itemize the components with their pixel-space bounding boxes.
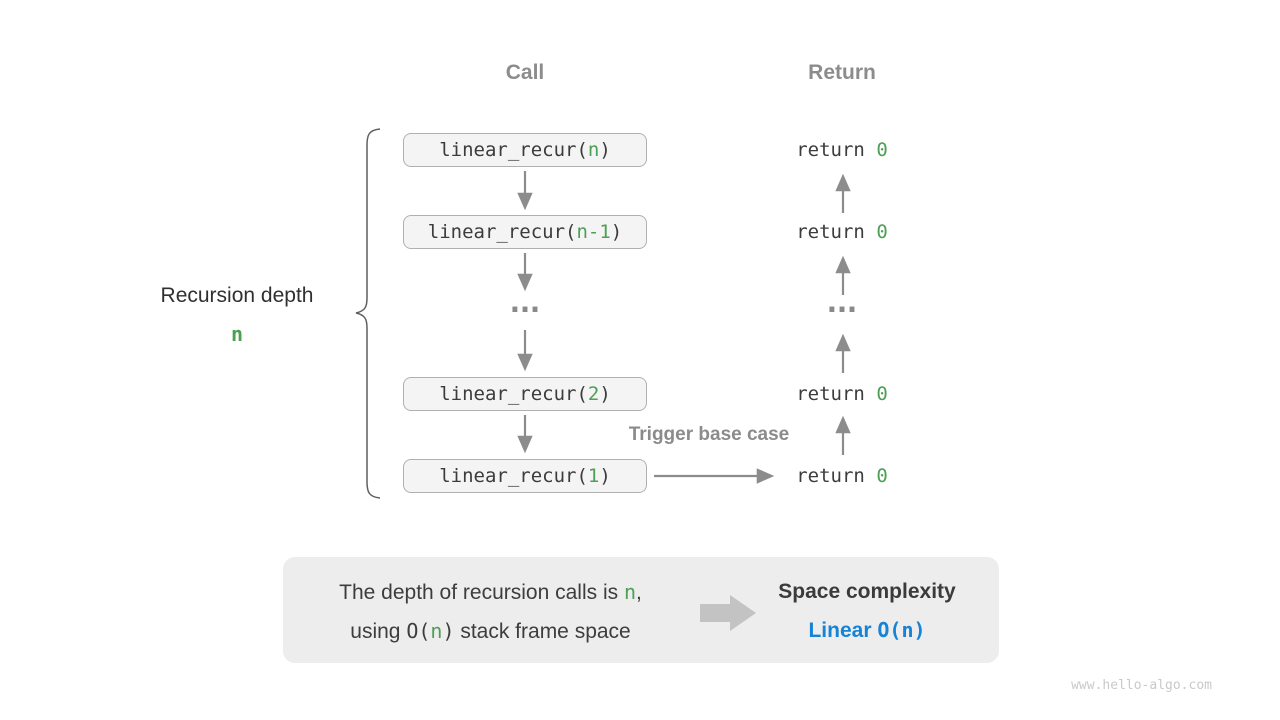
- return-value: 0: [876, 221, 888, 243]
- return-keyword: return: [796, 383, 877, 405]
- complexity-code-n: n: [901, 618, 914, 642]
- return-keyword: return: [796, 465, 877, 487]
- return-row-1: return 0: [742, 138, 942, 162]
- complexity-code-open: O(: [877, 618, 902, 642]
- space-complexity-title: Space complexity: [778, 580, 956, 603]
- summary-text: stack frame space: [454, 620, 631, 643]
- complexity-code-close: ): [913, 618, 926, 642]
- code-arg: n-1: [576, 221, 611, 243]
- recursion-depth-brace: [355, 128, 381, 499]
- code-close: ): [599, 139, 611, 161]
- summary-line-1: The depth of recursion calls is n,: [303, 573, 678, 612]
- code-text: linear_recur(: [427, 221, 577, 243]
- column-header-call: Call: [505, 61, 545, 84]
- recursion-depth-title: Recursion depth: [160, 284, 314, 307]
- space-complexity-value: Linear O(n): [757, 611, 977, 650]
- return-value: 0: [876, 139, 888, 161]
- summary-box: [283, 557, 999, 663]
- summary-description: The depth of recursion calls is n, using…: [303, 573, 678, 651]
- code-arg: 2: [587, 383, 600, 405]
- return-keyword: return: [796, 221, 877, 243]
- call-box-2: linear_recur(2): [403, 377, 647, 411]
- return-keyword: return: [796, 139, 877, 161]
- call-box-n: linear_recur(n): [403, 133, 647, 167]
- return-row-3: return 0: [742, 382, 942, 406]
- return-value: 0: [876, 383, 888, 405]
- summary-line-2: using O(n) stack frame space: [303, 612, 678, 651]
- complexity-label: Linear: [808, 619, 872, 642]
- code-arg: n: [587, 139, 600, 161]
- return-value: 0: [876, 465, 888, 487]
- trigger-base-case-label: Trigger base case: [628, 424, 790, 445]
- summary-code-n: n: [623, 580, 636, 604]
- site-watermark: www.hello-algo.com: [1071, 678, 1212, 693]
- column-header-return: Return: [808, 61, 876, 84]
- summary-code-open: O(: [406, 619, 431, 643]
- code-arg: 1: [587, 465, 600, 487]
- summary-code-close: ): [442, 619, 455, 643]
- summary-result: Space complexity Linear O(n): [757, 573, 977, 650]
- return-row-4: return 0: [742, 464, 942, 488]
- recursion-depth-value: n: [230, 322, 244, 346]
- code-close: ): [610, 221, 623, 243]
- call-ellipsis: ...: [505, 285, 544, 320]
- return-ellipsis: ...: [822, 285, 861, 320]
- code-close: ): [599, 465, 611, 487]
- summary-text: The depth of recursion calls is: [339, 581, 624, 604]
- call-box-1: linear_recur(1): [403, 459, 647, 493]
- summary-code-n: n: [430, 619, 443, 643]
- code-text: linear_recur(: [439, 383, 588, 405]
- code-close: ): [599, 383, 611, 405]
- code-text: linear_recur(: [439, 465, 588, 487]
- recursion-depth-label: Recursion depth n: [117, 283, 357, 347]
- return-row-2: return 0: [742, 220, 942, 244]
- summary-text: using: [350, 620, 407, 643]
- code-text: linear_recur(: [439, 139, 588, 161]
- call-box-n-1: linear_recur(n-1): [403, 215, 647, 249]
- summary-text: ,: [636, 581, 642, 604]
